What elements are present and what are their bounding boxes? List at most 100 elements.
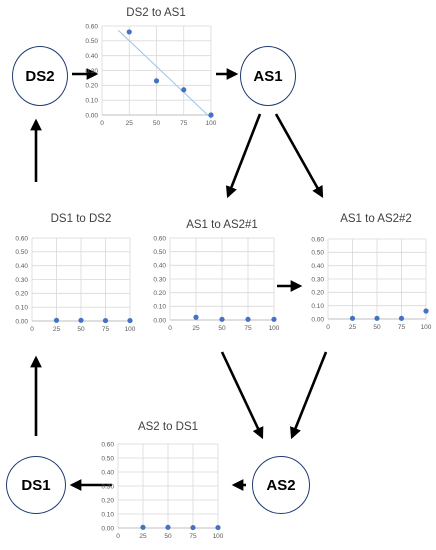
node-ds2: DS2: [12, 46, 68, 106]
data-point: [193, 314, 199, 320]
x-tick-label: 75: [244, 325, 252, 332]
y-tick-label: 0.40: [85, 53, 98, 60]
arrow-as1-to-as2-2: [274, 113, 324, 199]
y-tick-label: 0.20: [85, 83, 98, 90]
y-tick-label: 0.50: [15, 249, 28, 256]
x-tick-label: 0: [116, 533, 120, 540]
y-tick-label: 0.40: [311, 263, 324, 270]
trendline: [118, 29, 212, 119]
y-tick-label: 0.20: [15, 291, 28, 298]
x-tick-label: 0: [326, 324, 330, 331]
x-tick-label: 50: [373, 324, 381, 331]
chart-as1_to_as2_2: AS1 to AS2#20.000.100.200.300.400.500.60…: [311, 213, 431, 331]
y-tick-label: 0.40: [101, 469, 114, 476]
node-as2: AS2: [252, 456, 310, 514]
data-point: [153, 78, 160, 84]
y-tick-label: 0.30: [153, 276, 166, 283]
y-tick-label: 0.60: [85, 23, 98, 30]
x-tick-label: 100: [206, 120, 217, 127]
x-tick-label: 50: [77, 326, 85, 333]
data-point: [208, 112, 214, 118]
x-tick-label: 50: [218, 325, 226, 332]
x-tick-label: 50: [164, 533, 172, 540]
y-tick-label: 0.60: [153, 235, 166, 242]
data-point: [245, 316, 251, 322]
x-tick-label: 0: [30, 326, 34, 333]
y-tick-label: 0.20: [311, 290, 324, 297]
node-ds2-label: DS2: [25, 67, 55, 85]
data-point: [374, 315, 380, 321]
x-tick-label: 75: [102, 326, 110, 333]
node-as1: AS1: [240, 46, 296, 106]
data-point: [349, 315, 356, 321]
y-tick-label: 0.40: [153, 263, 166, 270]
data-point: [53, 317, 60, 323]
data-point: [165, 524, 171, 530]
x-tick-label: 50: [153, 120, 161, 127]
data-point: [127, 317, 133, 324]
y-tick-label: 0.50: [101, 455, 114, 462]
y-tick-label: 0.40: [15, 263, 28, 270]
data-point: [102, 317, 109, 324]
x-tick-label: 25: [192, 325, 200, 332]
y-tick-label: 0.00: [15, 318, 28, 325]
chart-title: AS1 to AS2#1: [186, 219, 258, 231]
y-tick-label: 0.10: [15, 304, 28, 311]
x-tick-label: 0: [168, 325, 172, 332]
y-tick-label: 0.20: [153, 290, 166, 297]
data-point: [126, 29, 132, 35]
data-point: [181, 87, 187, 93]
data-point: [219, 316, 225, 322]
node-as2-label: AS2: [266, 476, 296, 494]
y-tick-label: 0.50: [311, 250, 324, 257]
chart-title: DS1 to DS2: [51, 213, 112, 225]
arrow-as1-to-as2-1: [225, 113, 262, 199]
data-point: [271, 316, 277, 322]
y-tick-label: 0.50: [85, 38, 98, 45]
y-tick-label: 0.10: [101, 511, 114, 518]
x-tick-label: 25: [53, 326, 61, 333]
node-as1-label: AS1: [253, 67, 283, 85]
y-tick-label: 0.30: [15, 277, 28, 284]
data-point: [190, 524, 196, 531]
y-tick-label: 0.30: [85, 68, 98, 75]
y-tick-label: 0.00: [85, 112, 98, 119]
chart-ds1_to_ds2: DS1 to DS2 0.00 0.10 0.20 0.30 0.40 0.50 0.60 0 2…: [15, 213, 135, 333]
y-tick-label: 0.00: [311, 316, 324, 323]
x-tick-label: 0: [100, 120, 104, 127]
chart-title: DS2 to AS1: [126, 7, 185, 19]
y-tick-label: 0.60: [101, 441, 114, 448]
data-point: [140, 524, 146, 530]
chart-as1_to_as2_1: AS1 to AS2#1 0.00 0.10 0.20 0.30 0.40 0.50 0.60…: [153, 219, 279, 332]
x-tick-label: 25: [126, 120, 134, 127]
x-tick-label: 100: [125, 326, 136, 333]
y-tick-label: 0.30: [311, 276, 324, 283]
chart-title: AS2 to DS1: [138, 421, 198, 433]
x-tick-label: 25: [139, 533, 147, 540]
node-ds1-label: DS1: [21, 476, 51, 494]
data-point: [398, 315, 405, 321]
arrow-as2-1-to-as2: [220, 351, 264, 440]
x-tick-label: 100: [213, 533, 224, 540]
arrow-as2-2-to-as2: [290, 351, 328, 440]
y-tick-label: 0.10: [85, 97, 98, 104]
y-tick-label: 0.10: [153, 304, 166, 311]
data-point: [215, 524, 221, 531]
x-tick-label: 100: [421, 324, 432, 331]
x-tick-label: 75: [189, 533, 197, 540]
y-tick-label: 0.50: [153, 249, 166, 256]
data-point: [423, 308, 429, 314]
y-tick-label: 0.00: [153, 317, 166, 324]
y-tick-label: 0.60: [15, 235, 28, 242]
y-tick-label: 0.60: [311, 236, 324, 243]
chart-ds2_to_as1: DS2 to AS1 0.00 0.10 0.20 0.30 0.40 0.50 0.60 0 2…: [85, 7, 216, 127]
chart-title: AS1 to AS2#2: [340, 213, 412, 225]
y-tick-label: 0.00: [101, 525, 114, 532]
y-tick-label: 0.20: [101, 497, 114, 504]
node-ds1: DS1: [6, 456, 66, 514]
x-tick-label: 100: [269, 325, 280, 332]
x-tick-label: 25: [349, 324, 357, 331]
x-tick-label: 75: [398, 324, 406, 331]
